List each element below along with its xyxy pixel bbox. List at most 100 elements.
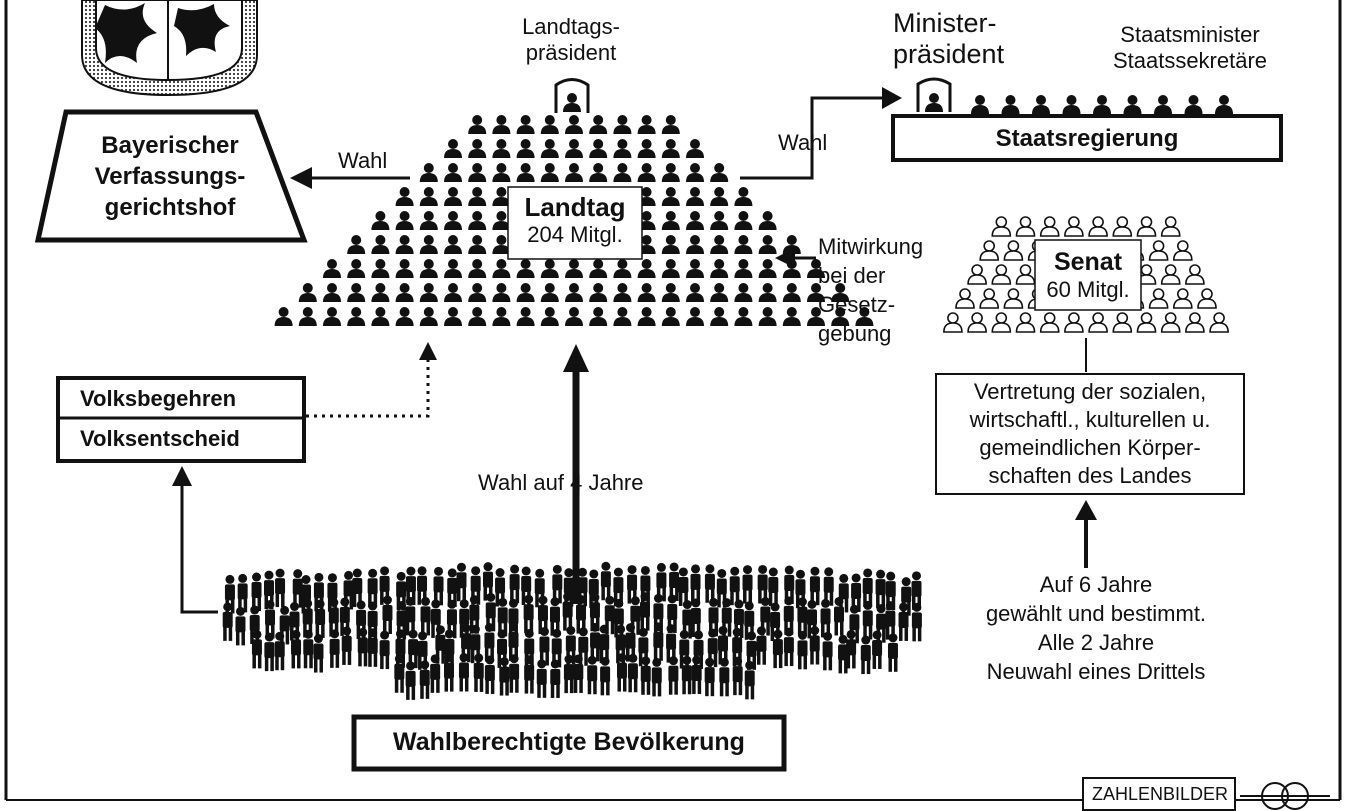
landtag-seat bbox=[734, 307, 753, 326]
landtag-seat bbox=[758, 259, 777, 278]
landtag-seat bbox=[540, 259, 559, 278]
person-icon bbox=[420, 596, 431, 636]
landtag-seat bbox=[347, 283, 366, 302]
landtag-seat bbox=[686, 283, 704, 302]
person-icon bbox=[834, 596, 845, 636]
landtagspraesident-label: Landtags- präsident bbox=[522, 14, 620, 65]
landtag-seat bbox=[589, 163, 608, 182]
landtag-seat bbox=[468, 187, 487, 206]
person-icon bbox=[690, 564, 701, 603]
person-icon bbox=[264, 632, 275, 672]
wahl-right-label: Wahl bbox=[778, 130, 828, 155]
person-icon bbox=[341, 626, 352, 665]
landtag-seat bbox=[540, 283, 559, 302]
landtag-seat bbox=[419, 259, 438, 278]
landtag-seat bbox=[395, 307, 414, 326]
minister-seat bbox=[1062, 95, 1081, 114]
person-icon bbox=[251, 629, 262, 669]
person-icon bbox=[742, 565, 753, 604]
landtag-seat bbox=[492, 307, 511, 326]
senat-box bbox=[1034, 239, 1142, 311]
person-icon bbox=[756, 626, 767, 665]
landtag-seat bbox=[589, 115, 608, 134]
footer-logo-text: ZAHLENBILDER bbox=[1092, 784, 1229, 804]
landtag-seat bbox=[371, 259, 390, 278]
landtag-seat bbox=[637, 307, 656, 326]
landtag-seat bbox=[661, 115, 680, 134]
landtag-seat bbox=[613, 115, 632, 134]
person-icon bbox=[691, 655, 702, 695]
senat-seat bbox=[1160, 264, 1181, 285]
landtag-seat bbox=[758, 211, 777, 230]
senat-seat bbox=[1064, 312, 1084, 333]
landtag-seat bbox=[734, 283, 753, 302]
landtag-seat bbox=[371, 235, 390, 254]
person-icon bbox=[898, 602, 909, 641]
landtag-seat bbox=[323, 283, 341, 302]
person-icon bbox=[639, 592, 650, 631]
senat-seat bbox=[955, 288, 975, 309]
landtag-seat bbox=[516, 163, 535, 182]
coat-of-arms-icon bbox=[81, 0, 258, 97]
person-icon bbox=[704, 657, 715, 697]
person-icon bbox=[797, 597, 808, 636]
landtag-seat bbox=[540, 139, 559, 158]
person-icon bbox=[419, 660, 430, 699]
senat-label: Senat 60 Mitgl. bbox=[1046, 248, 1130, 302]
staatsregierung-title: Staatsregierung bbox=[995, 125, 1179, 152]
person-icon bbox=[367, 628, 378, 667]
senat-seat bbox=[1136, 312, 1157, 333]
minister-seat bbox=[1123, 95, 1142, 114]
landtag-seat bbox=[565, 283, 583, 302]
senat-wahl-label: Auf 6 Jahre gewählt und bestimmt. Alle 2… bbox=[985, 572, 1207, 684]
person-icon bbox=[275, 568, 286, 608]
minister-seat bbox=[1154, 95, 1172, 114]
person-icon bbox=[729, 566, 740, 606]
volksentscheid-label: Volksentscheid bbox=[80, 426, 240, 451]
landtag-seat bbox=[589, 139, 608, 158]
person-icon bbox=[822, 631, 833, 671]
wahl-left-label: Wahl bbox=[338, 148, 388, 173]
verfassungsgerichtshof-label: Bayerischer Verfassungs- gerichtshof bbox=[94, 132, 246, 221]
landtag-seat bbox=[589, 259, 608, 278]
senat-seat bbox=[1148, 240, 1169, 261]
landtag-seat bbox=[347, 307, 366, 326]
landtag-seat bbox=[613, 163, 632, 182]
person-icon bbox=[524, 655, 535, 694]
landtag-seat bbox=[468, 115, 487, 134]
person-icon bbox=[235, 606, 246, 646]
landtag-seat bbox=[686, 163, 704, 182]
landtag-seat bbox=[661, 307, 680, 326]
landtag-seat bbox=[444, 139, 462, 158]
minister-seat bbox=[1093, 95, 1111, 114]
landtag-seat bbox=[686, 307, 704, 326]
person-icon bbox=[809, 566, 820, 606]
landtag-seat bbox=[734, 187, 753, 206]
person-icon bbox=[379, 630, 390, 670]
person-icon bbox=[573, 654, 584, 693]
landtag-seat bbox=[492, 259, 511, 278]
senat-seat bbox=[1209, 312, 1229, 333]
staatsregierung-box bbox=[891, 114, 1283, 162]
bevoelkerung-box bbox=[351, 714, 787, 772]
landtag-seat bbox=[468, 259, 487, 278]
staatsminister-seats bbox=[971, 95, 1233, 114]
person-icon bbox=[681, 655, 692, 695]
landtag-seat bbox=[516, 307, 535, 326]
landtag-seat bbox=[710, 259, 729, 278]
senat-seat bbox=[991, 216, 1012, 237]
senat-seat bbox=[1015, 264, 1036, 285]
vertretung-label: Vertretung der sozialen, wirtschaftl., k… bbox=[969, 379, 1211, 488]
person-icon bbox=[536, 659, 547, 698]
person-icon bbox=[640, 656, 651, 695]
landtag-seat bbox=[323, 307, 341, 326]
verfassungsgerichtshof-box bbox=[34, 109, 308, 243]
person-icon bbox=[862, 600, 873, 640]
landtag-box bbox=[507, 186, 643, 260]
landtag-seat bbox=[686, 187, 704, 206]
landtag-seat bbox=[444, 235, 462, 254]
landtag-seat bbox=[686, 211, 704, 230]
zahlenbilder-logo-icon bbox=[1240, 782, 1330, 810]
staatsminister-label: Staatsminister Staatssekretäre bbox=[1112, 22, 1268, 73]
person-icon bbox=[809, 626, 820, 665]
